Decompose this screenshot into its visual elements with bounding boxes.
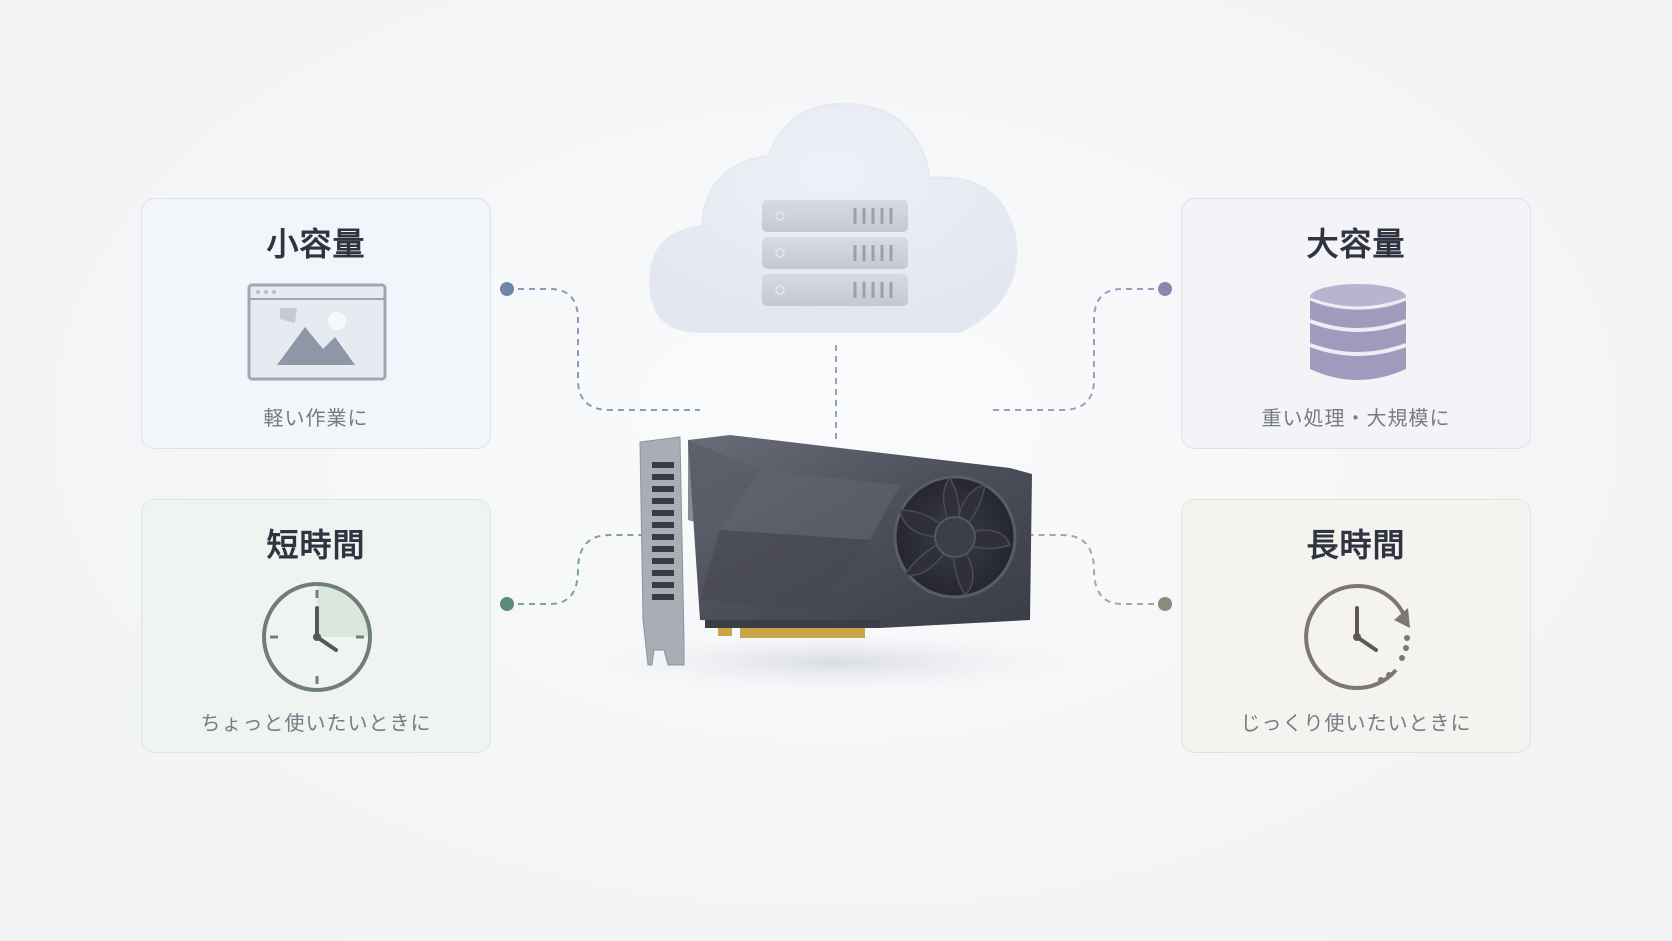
server-rack bbox=[762, 200, 908, 306]
card-short-duration: 短時間 ちょっと使いたいときに bbox=[141, 499, 491, 753]
card-title: 長時間 bbox=[1306, 526, 1406, 564]
connector-long bbox=[1030, 534, 1165, 605]
card-title: 小容量 bbox=[266, 225, 366, 263]
connector-large bbox=[990, 288, 1165, 411]
clock-cycle-icon bbox=[1304, 583, 1410, 690]
card-small-capacity: 小容量 軽い作業に bbox=[141, 198, 491, 449]
gpu-fan bbox=[893, 475, 1017, 599]
connector-small bbox=[507, 288, 700, 411]
connector-dot-large bbox=[1158, 282, 1172, 296]
connector-dot-short bbox=[500, 597, 514, 611]
card-caption: ちょっと使いたいときに bbox=[200, 711, 432, 735]
gpu-gold-contacts bbox=[740, 628, 865, 638]
connector-dot-long bbox=[1158, 597, 1172, 611]
card-long-duration: 長時間 じっくり使いたいときに bbox=[1181, 499, 1531, 753]
clock-icon bbox=[262, 582, 372, 692]
connector-dot-small bbox=[500, 282, 514, 296]
card-caption: 軽い作業に bbox=[263, 406, 369, 430]
database-icon bbox=[1309, 284, 1407, 380]
connector-short bbox=[507, 534, 660, 605]
card-caption: じっくり使いたいときに bbox=[1240, 711, 1472, 735]
gpu-shadow bbox=[590, 632, 1080, 692]
card-title: 大容量 bbox=[1306, 225, 1406, 263]
image-window-icon bbox=[247, 283, 387, 381]
card-caption: 重い処理・大規模に bbox=[1261, 406, 1451, 430]
card-title: 短時間 bbox=[266, 526, 366, 564]
card-large-capacity: 大容量 重い処理・大規模に bbox=[1181, 198, 1531, 449]
